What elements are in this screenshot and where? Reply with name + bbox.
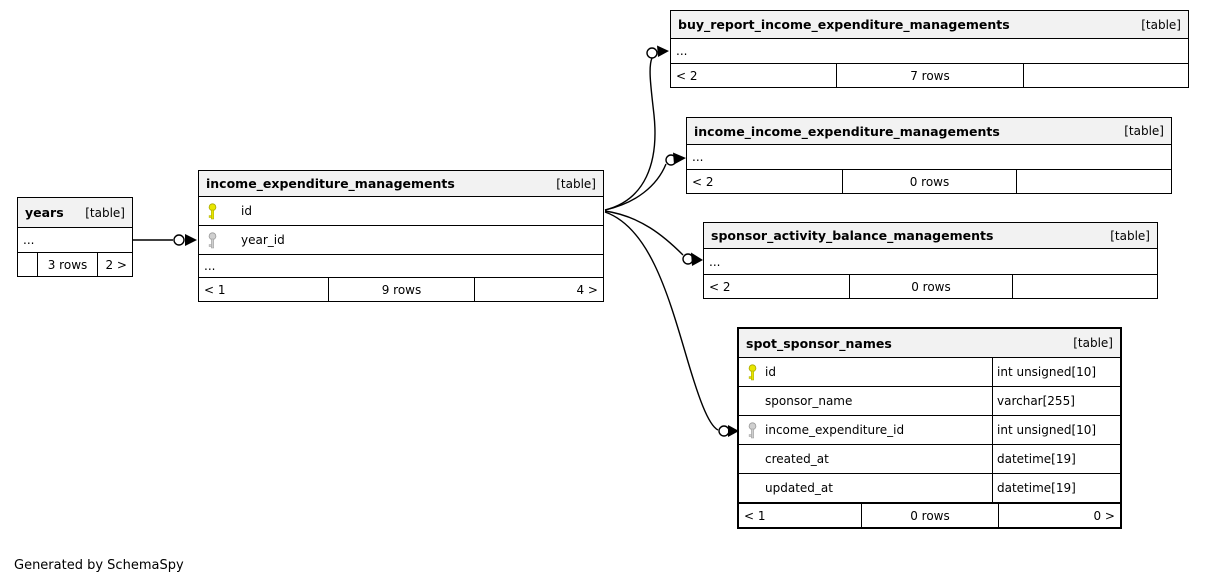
column-row-id[interactable]: id int unsigned[10]	[739, 358, 1120, 387]
table-header-sponsor-activity[interactable]: sponsor_activity_balance_managements [ta…	[704, 223, 1157, 249]
table-footer: 3 rows 2 >	[18, 253, 132, 276]
primary-key-icon	[745, 363, 759, 381]
table-type-label: [table]	[1124, 124, 1164, 138]
column-name: created_at	[765, 452, 829, 466]
table-years[interactable]: years [table] ... 3 rows 2 >	[17, 197, 133, 277]
footer-parents-count: < 2	[692, 174, 714, 189]
column-name: year_id	[241, 233, 285, 247]
relationship-income-expenditure-to-spot-sponsor	[604, 211, 739, 437]
table-type-label: [table]	[1141, 17, 1181, 32]
table-name: income_expenditure_managements	[206, 176, 455, 191]
hidden-columns-ellipsis[interactable]: ...	[18, 228, 132, 253]
foreign-key-icon	[745, 421, 759, 439]
footer-row-count: 0 rows	[860, 504, 998, 527]
footer-row-count: 9 rows	[328, 278, 473, 301]
footer-children-count	[1016, 170, 1171, 193]
table-footer: < 1 9 rows 4 >	[199, 278, 603, 301]
column-row-year-id[interactable]: year_id	[199, 226, 603, 255]
table-footer: < 1 0 rows 0 >	[739, 503, 1120, 527]
table-spot-sponsor-names[interactable]: spot_sponsor_names [table] id int unsign…	[737, 327, 1122, 529]
relationship-income-expenditure-to-income-income	[604, 152, 686, 211]
hidden-columns-ellipsis[interactable]: ...	[199, 255, 603, 278]
hidden-columns-ellipsis[interactable]: ...	[687, 145, 1171, 170]
table-type-label: [table]	[85, 205, 125, 220]
generated-by-note: Generated by SchemaSpy	[14, 558, 184, 573]
column-name: id	[765, 365, 776, 379]
footer-parents-count: < 2	[676, 68, 698, 83]
table-sponsor-activity-balance-managements[interactable]: sponsor_activity_balance_managements [ta…	[703, 222, 1158, 299]
column-name: sponsor_name	[765, 394, 853, 408]
column-row-id[interactable]: id	[199, 197, 603, 226]
footer-row-count: 7 rows	[836, 64, 1022, 87]
footer-children-count: 4 >	[473, 278, 603, 301]
relationship-income-expenditure-to-buy-report	[604, 45, 669, 211]
table-name: income_income_expenditure_managements	[694, 123, 1000, 139]
column-name: id	[241, 204, 252, 218]
table-type-label: [table]	[1073, 336, 1113, 350]
table-header-income-expenditure-managements[interactable]: income_expenditure_managements [table]	[199, 171, 603, 197]
footer-row-count: 3 rows	[37, 253, 96, 276]
table-name: spot_sponsor_names	[746, 335, 892, 351]
hidden-columns-ellipsis[interactable]: ...	[671, 39, 1188, 64]
table-name: sponsor_activity_balance_managements	[711, 228, 994, 243]
footer-parents-count	[18, 253, 37, 276]
footer-children-count: 2 >	[96, 253, 132, 276]
table-header-years[interactable]: years [table]	[18, 198, 132, 228]
relationship-years-to-income-expenditure	[133, 234, 197, 246]
footer-row-count: 0 rows	[841, 170, 1016, 193]
table-type-label: [table]	[1110, 228, 1150, 243]
column-type: varchar[255]	[992, 387, 1120, 415]
table-footer: < 2 0 rows	[704, 275, 1157, 298]
table-header-spot-sponsor-names[interactable]: spot_sponsor_names [table]	[739, 329, 1120, 358]
relationship-income-expenditure-to-sponsor-activity	[604, 210, 703, 266]
foreign-key-icon	[205, 231, 219, 249]
column-type: int unsigned[10]	[992, 358, 1120, 386]
column-name: income_expenditure_id	[765, 423, 905, 437]
footer-parents-count: < 2	[709, 279, 731, 294]
table-name: buy_report_income_expenditure_management…	[678, 17, 1010, 32]
table-type-label: [table]	[556, 176, 596, 191]
table-footer: < 2 0 rows	[687, 170, 1171, 193]
primary-key-icon	[205, 202, 219, 220]
footer-children-count: 0 >	[998, 504, 1120, 527]
footer-parents-count: < 1	[744, 508, 766, 523]
table-name: years	[25, 205, 64, 220]
column-type: int unsigned[10]	[992, 416, 1120, 444]
column-row-income-expenditure-id[interactable]: income_expenditure_id int unsigned[10]	[739, 416, 1120, 445]
table-header-buy-report[interactable]: buy_report_income_expenditure_management…	[671, 11, 1188, 39]
column-type: datetime[19]	[992, 445, 1120, 473]
column-row-sponsor-name[interactable]: sponsor_name varchar[255]	[739, 387, 1120, 416]
footer-row-count: 0 rows	[848, 275, 1012, 298]
table-header-income-income[interactable]: income_income_expenditure_managements [t…	[687, 118, 1171, 145]
column-type: datetime[19]	[992, 474, 1120, 502]
footer-children-count	[1012, 275, 1157, 298]
footer-parents-count: < 1	[204, 282, 226, 297]
footer-children-count	[1022, 64, 1188, 87]
table-income-income-expenditure-managements[interactable]: income_income_expenditure_managements [t…	[686, 117, 1172, 194]
table-buy-report-income-expenditure-managements[interactable]: buy_report_income_expenditure_management…	[670, 10, 1189, 88]
column-row-created-at[interactable]: created_at datetime[19]	[739, 445, 1120, 474]
table-footer: < 2 7 rows	[671, 64, 1188, 87]
table-income-expenditure-managements[interactable]: income_expenditure_managements [table] i…	[198, 170, 604, 302]
hidden-columns-ellipsis[interactable]: ...	[704, 249, 1157, 275]
column-row-updated-at[interactable]: updated_at datetime[19]	[739, 474, 1120, 503]
column-name: updated_at	[765, 481, 833, 495]
